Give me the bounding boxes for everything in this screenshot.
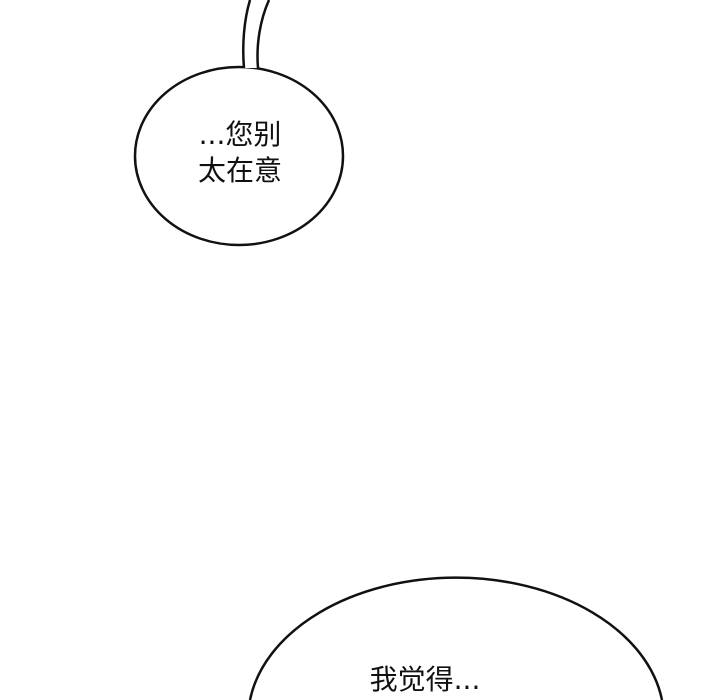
tail-outline	[242, 0, 271, 69]
bubble-top-text: ...您别 太在意	[170, 117, 310, 189]
speech-bubble-top	[133, 65, 345, 247]
bubble-top-line-1: ...您别	[198, 118, 282, 151]
bubble-bottom-line-1: 我觉得...	[369, 663, 481, 696]
speech-bubble-bottom	[248, 576, 664, 700]
bubble-top-line-2: 太在意	[197, 154, 282, 187]
bubble-bottom-text: 我觉得...	[340, 662, 510, 698]
